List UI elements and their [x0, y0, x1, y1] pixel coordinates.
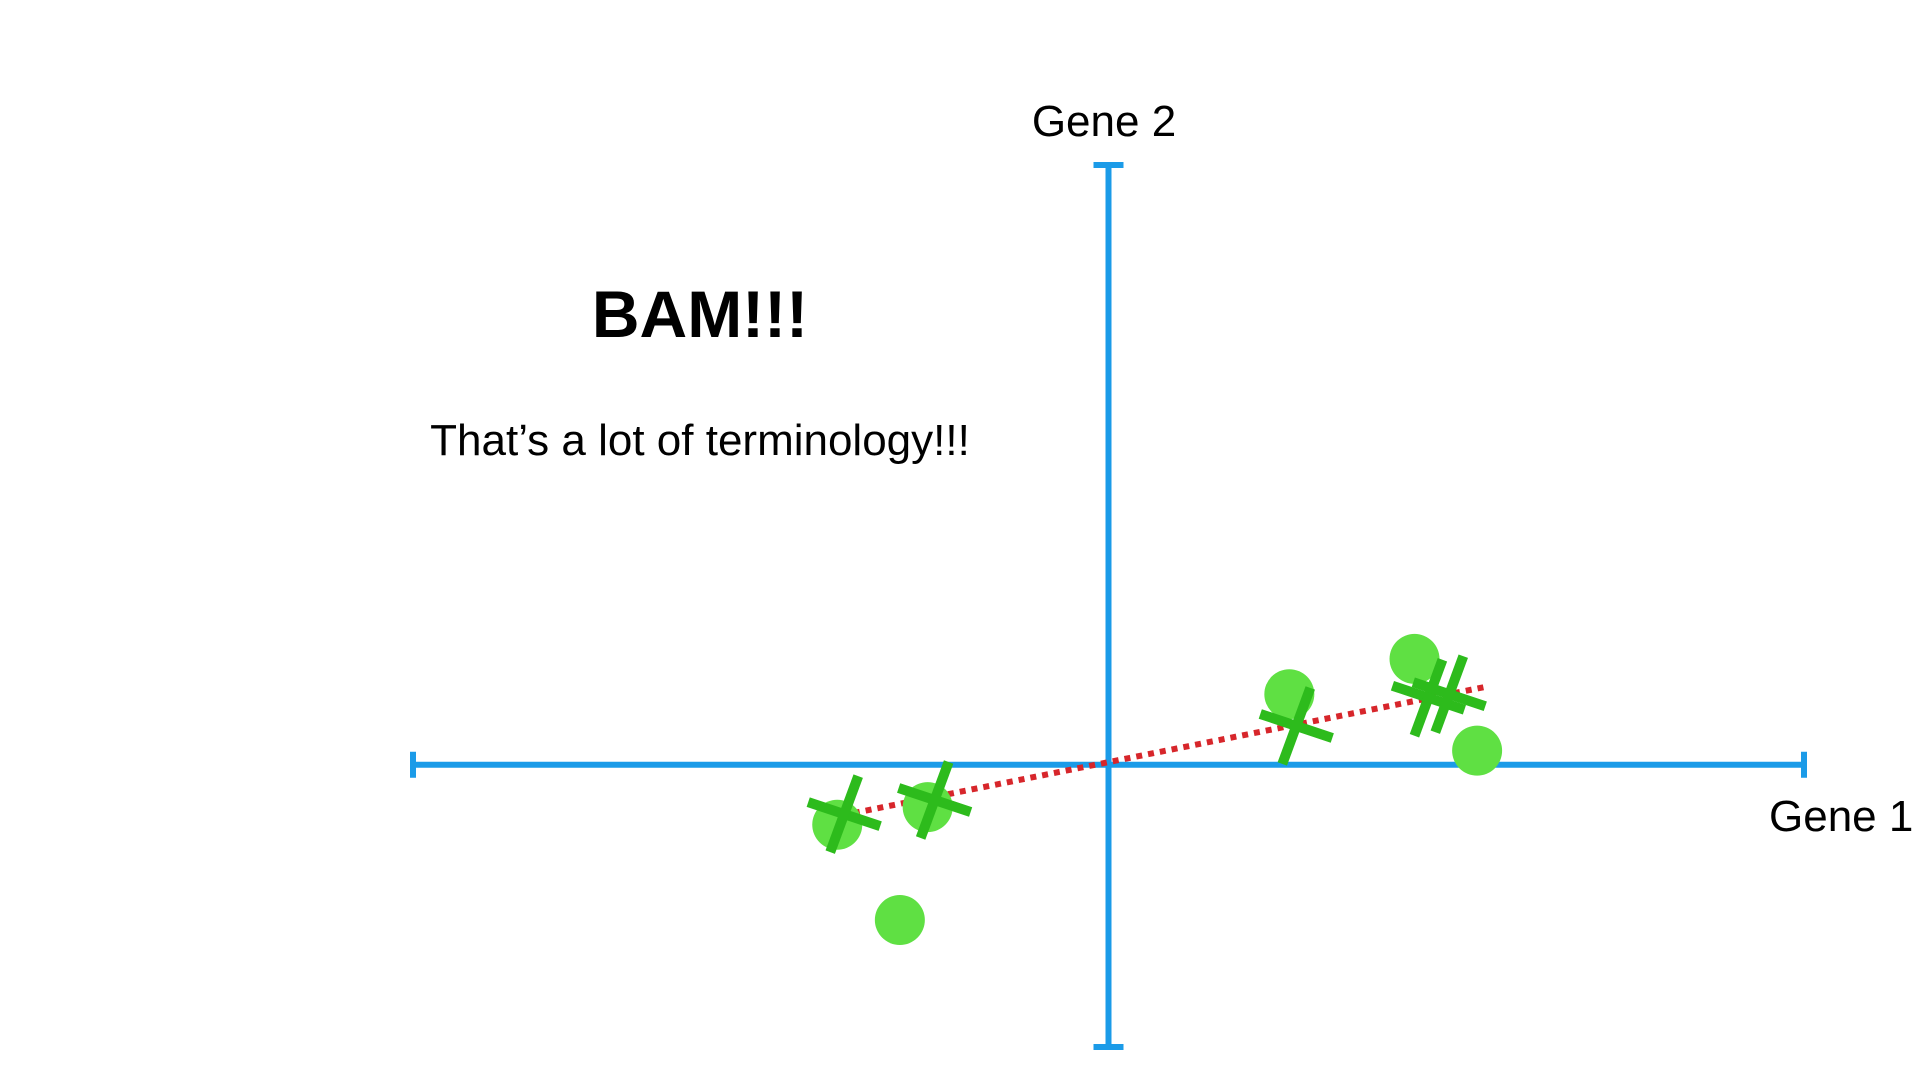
projection-stroke — [1277, 686, 1315, 766]
data-point — [1389, 633, 1440, 684]
projected-point — [1258, 686, 1334, 766]
slide-subtitle: That’s a lot of terminology!!! — [430, 416, 970, 465]
projected-point — [1390, 657, 1467, 738]
projected-point — [1411, 654, 1487, 734]
projection-stroke — [915, 760, 954, 840]
x-axis-label: Gene 1 — [1769, 792, 1913, 841]
projection-stroke — [1430, 654, 1468, 734]
projection-stroke — [1409, 657, 1448, 738]
projected-point — [806, 774, 882, 854]
projected-points — [806, 654, 1487, 854]
data-point — [1452, 725, 1503, 776]
axes — [410, 162, 1807, 1050]
y-axis-label: Gene 2 — [1032, 97, 1176, 146]
data-point — [874, 894, 925, 945]
projection-stroke — [825, 774, 863, 854]
projected-point — [897, 760, 973, 840]
slide-title: BAM!!! — [592, 277, 808, 351]
